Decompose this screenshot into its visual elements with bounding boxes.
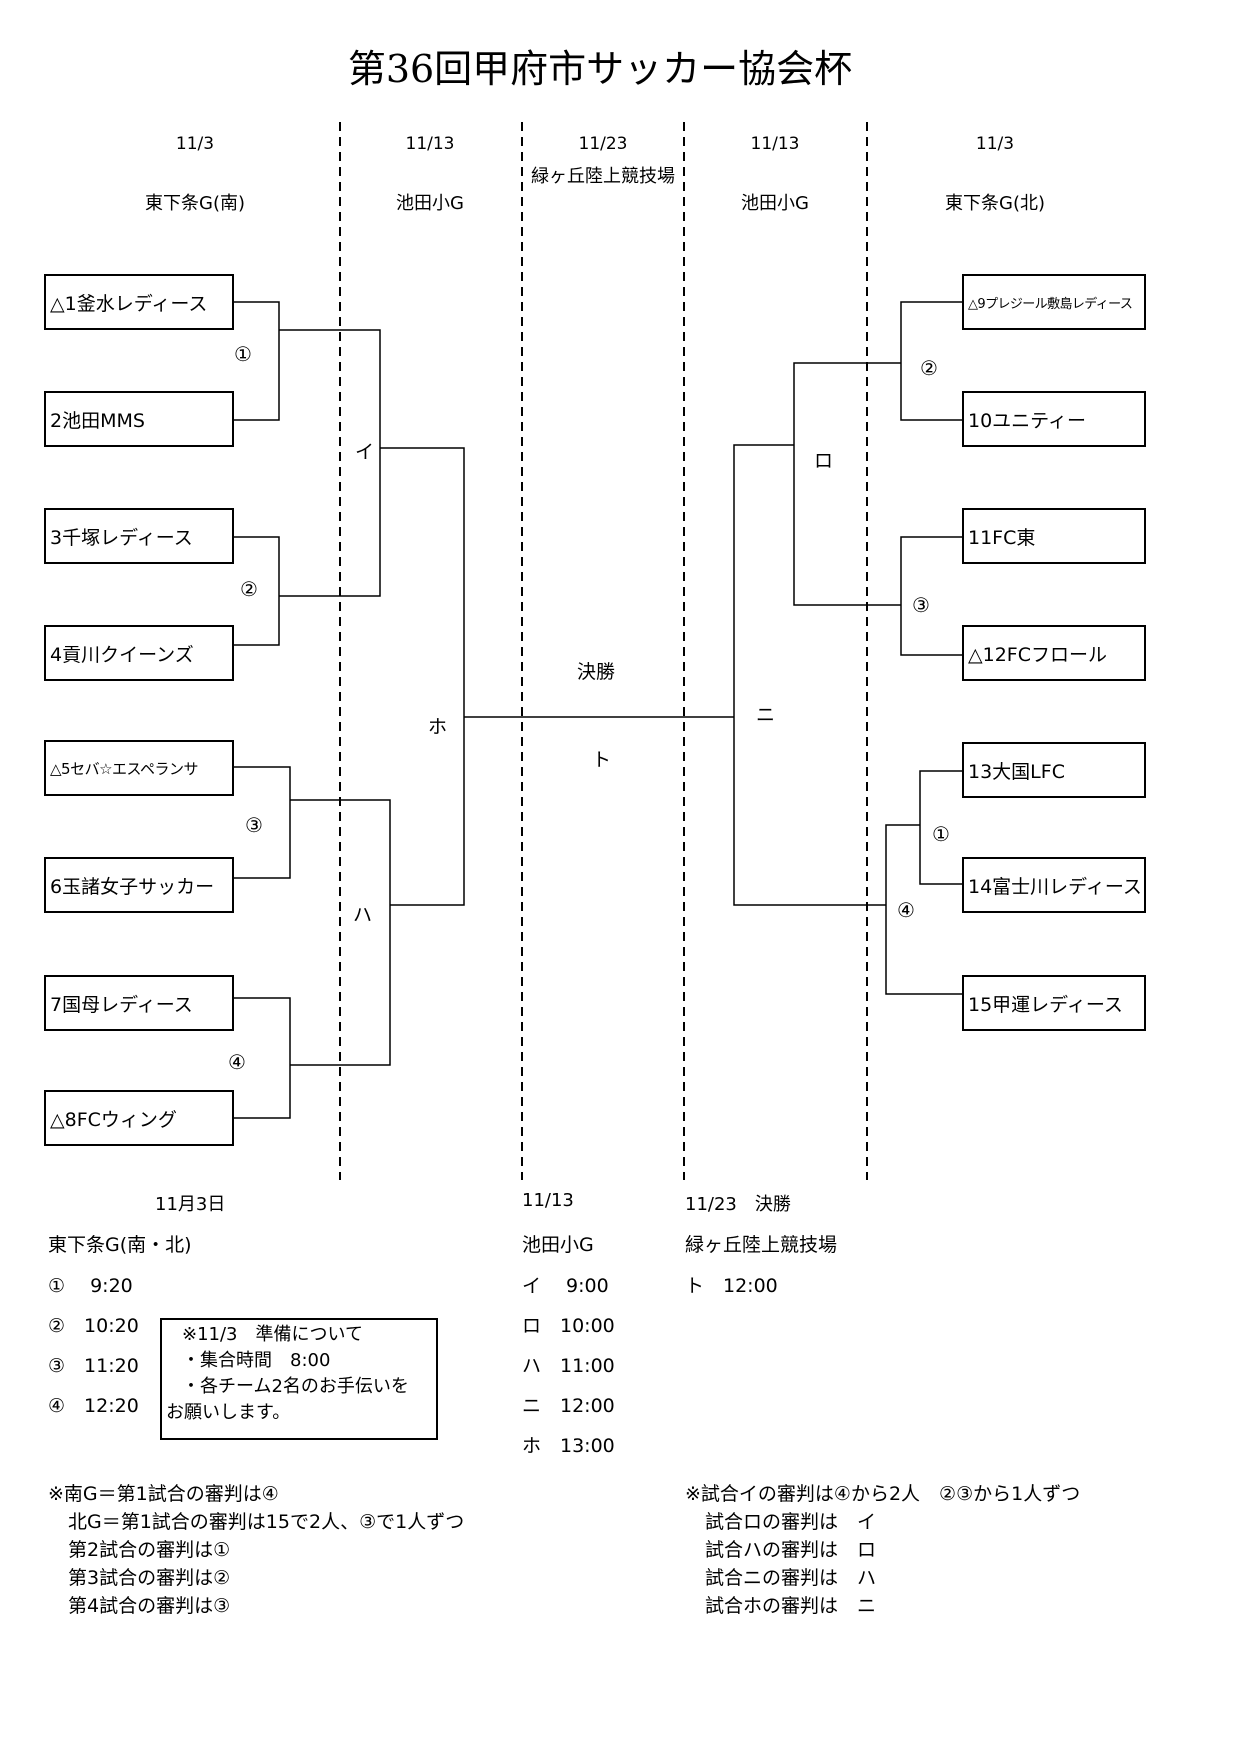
column-date-5: 11/3 [975, 134, 1015, 154]
schedule-nov3-time-3: ③ 11:20 [48, 1355, 139, 1377]
referee-left-line-3: 第2試合の審判は① [68, 1539, 231, 1561]
page-title: 第36回甲府市サッカー協会杯 [347, 47, 853, 91]
team-box-1: △1釜水レディース [44, 274, 234, 330]
schedule-nov13-time-1: イ 9:00 [522, 1275, 609, 1297]
team-box-8: △8FCウィング [44, 1090, 234, 1146]
column-venue-1: 東下条G(南) [145, 193, 245, 214]
prep-note-heading: ※11/3 準備について [182, 1324, 363, 1345]
final-label: 決勝 [577, 661, 616, 683]
schedule-nov3-time-1: ① 9:20 [48, 1275, 133, 1297]
team-box-10: 10ユニティー [962, 391, 1146, 447]
team-box-6: 6玉諸女子サッカー [44, 857, 234, 913]
round-label-i: イ [355, 441, 375, 463]
schedule-nov3-time-4: ④ 12:20 [48, 1395, 139, 1417]
column-venue-4: 池田小G [741, 193, 809, 214]
round-label-ro: ロ [814, 450, 834, 472]
match-mark-right-4: ④ [897, 898, 915, 922]
schedule-nov13-time-4: ニ 12:00 [522, 1395, 615, 1417]
referee-left-line-4: 第3試合の審判は② [68, 1567, 231, 1589]
match-mark-left-4: ④ [228, 1050, 246, 1074]
referee-left-line-5: 第4試合の審判は③ [68, 1595, 231, 1617]
column-venue-3: 緑ヶ丘陸上競技場 [531, 166, 675, 187]
column-venue-2: 池田小G [396, 193, 464, 214]
team-box-5: △5セバ☆エスペランサ [44, 740, 234, 796]
final-mark: ト [592, 749, 612, 771]
match-mark-right-2: ③ [912, 593, 930, 617]
prep-note-line-1: ・集合時間 8:00 [182, 1350, 331, 1371]
prep-note-box: ※11/3 準備について ・集合時間 8:00 ・各チーム2名のお手伝いを お願… [160, 1318, 438, 1440]
team-box-13: 13大国LFC [962, 742, 1146, 798]
team-box-9: △9プレジール敷島レディース [962, 274, 1146, 330]
schedule-nov13-venue: 池田小G [522, 1234, 594, 1256]
column-date-2: 11/13 [405, 134, 455, 154]
schedule-nov3-heading: 11月3日 [155, 1194, 226, 1215]
schedule-nov23-time-1: ト 12:00 [685, 1275, 778, 1297]
schedule-nov23-heading: 11/23 決勝 [685, 1194, 791, 1215]
prep-note-line-3: お願いします。 [166, 1402, 291, 1423]
schedule-nov3-venue: 東下条G(南・北) [48, 1234, 192, 1256]
referee-right-line-1: ※試合イの審判は④から2人 ②③から1人ずつ [685, 1483, 1081, 1505]
referee-right-line-2: 試合ロの審判は イ [705, 1511, 877, 1533]
schedule-nov13-time-5: ホ 13:00 [522, 1435, 615, 1457]
column-date-4: 11/13 [750, 134, 800, 154]
schedule-nov23-venue: 緑ヶ丘陸上競技場 [685, 1234, 838, 1256]
schedule-nov3-time-2: ② 10:20 [48, 1315, 139, 1337]
schedule-nov13-heading: 11/13 [522, 1190, 574, 1211]
match-mark-left-3: ③ [245, 813, 263, 837]
schedule-nov13-time-3: ハ 11:00 [522, 1355, 615, 1377]
referee-left-line-1: ※南G＝第1試合の審判は④ [48, 1483, 279, 1505]
team-box-11: 11FC東 [962, 508, 1146, 564]
column-venue-5: 東下条G(北) [945, 193, 1045, 214]
referee-right-line-5: 試合ホの審判は ニ [705, 1595, 877, 1617]
referee-left-line-2: 北G＝第1試合の審判は15で2人、③で1人ずつ [68, 1511, 465, 1533]
round-label-ho: ホ [428, 716, 448, 738]
column-date-1: 11/3 [175, 134, 215, 154]
team-box-3: 3千塚レディース [44, 508, 234, 564]
match-mark-left-2: ② [240, 577, 258, 601]
round-label-ni: ニ [756, 704, 776, 726]
team-box-12: △12FCフロール [962, 625, 1146, 681]
round-label-ha: ハ [353, 904, 373, 926]
prep-note-line-2: ・各チーム2名のお手伝いを [182, 1376, 409, 1397]
column-date-3: 11/23 [578, 134, 628, 154]
referee-right-line-4: 試合ニの審判は ハ [705, 1567, 877, 1589]
team-box-4: 4貢川クイーンズ [44, 625, 234, 681]
schedule-nov13-time-2: ロ 10:00 [522, 1315, 615, 1337]
referee-right-line-3: 試合ハの審判は ロ [705, 1539, 877, 1561]
team-box-2: 2池田MMS [44, 391, 234, 447]
team-box-7: 7国母レディース [44, 975, 234, 1031]
team-box-14: 14富士川レディース [962, 857, 1146, 913]
match-mark-right-1: ② [920, 356, 938, 380]
team-box-15: 15甲運レディース [962, 975, 1146, 1031]
match-mark-left-1: ① [234, 342, 252, 366]
match-mark-right-3: ① [932, 822, 950, 846]
